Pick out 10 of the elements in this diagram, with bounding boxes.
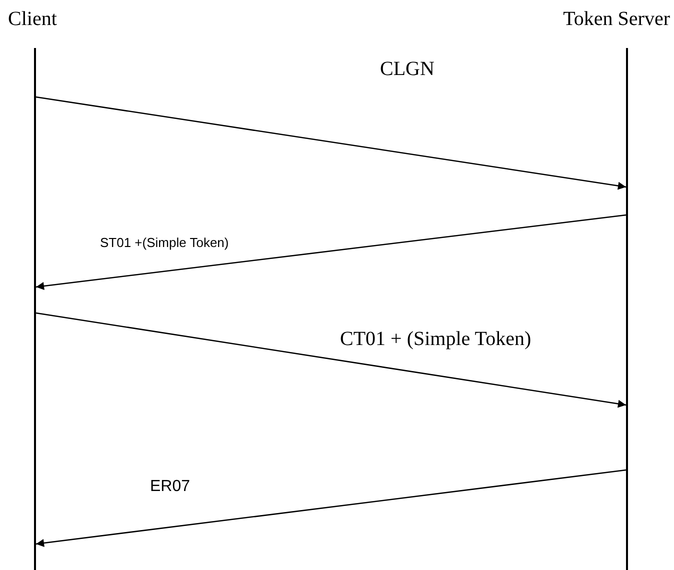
message-label: ER07: [150, 478, 190, 496]
message-arrow: [36, 469, 626, 547]
message-label: CLGN: [380, 58, 434, 81]
message-label: CT01 + (Simple Token): [340, 328, 532, 351]
participant-name: Client: [8, 8, 57, 31]
message-arrow: [36, 96, 626, 190]
message-arrow: [36, 214, 626, 290]
message-arrow: [36, 312, 626, 408]
message-label: ST01 +(Simple Token): [100, 235, 229, 250]
participant-name: Token Server: [563, 8, 670, 31]
